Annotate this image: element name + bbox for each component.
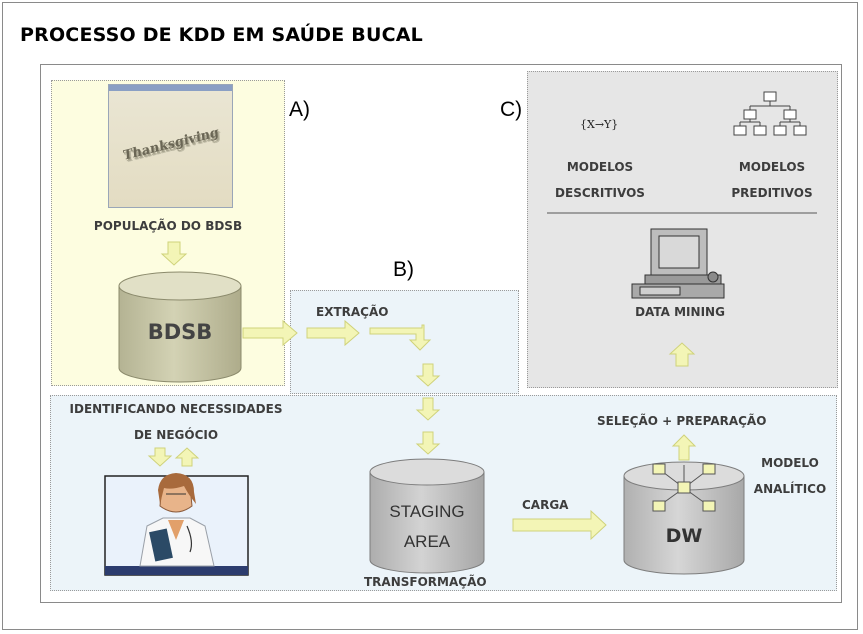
arrow-bend-down bbox=[369, 324, 432, 351]
staging-area-line1: STAGING bbox=[389, 502, 465, 521]
section-a-label: A) bbox=[289, 98, 310, 121]
computer-icon bbox=[631, 228, 725, 299]
predictive-models-line2: PREDITIVOS bbox=[731, 186, 813, 200]
arrow-up-from-dw bbox=[671, 434, 697, 461]
staging-area-line2: AREA bbox=[403, 532, 451, 551]
descriptive-models-line1: MODELOS bbox=[566, 160, 634, 174]
section-b-label: B) bbox=[393, 258, 414, 281]
panel-b-extraction bbox=[290, 290, 519, 394]
population-thumbnail: Thanksgiving bbox=[108, 84, 233, 208]
arrow-down-3 bbox=[415, 431, 441, 455]
selection-preparation-label: SELEÇÃO + PREPARAÇÃO bbox=[597, 414, 767, 428]
business-needs-line1: IDENTIFICANDO NECESSIDADES bbox=[69, 402, 283, 416]
association-formula: {X→Y} bbox=[580, 118, 619, 131]
bdsb-database bbox=[118, 271, 242, 383]
population-caption: POPULAÇÃO DO BDSB bbox=[93, 219, 243, 233]
arrow-extraction bbox=[306, 319, 360, 347]
transformation-label: TRANSFORMAÇÃO bbox=[364, 575, 487, 589]
arrow-down-to-bdsb bbox=[160, 241, 188, 266]
predictive-models-line1: MODELOS bbox=[738, 160, 806, 174]
decision-tree-icon bbox=[733, 91, 807, 136]
section-c-label: C) bbox=[500, 98, 523, 121]
doctor-illustration bbox=[104, 473, 249, 576]
diagram-title: PROCESSO DE KDD EM SAÚDE BUCAL bbox=[20, 24, 423, 46]
staging-area-database bbox=[369, 458, 485, 574]
star-schema-icon bbox=[652, 463, 716, 512]
extraction-label: EXTRAÇÃO bbox=[316, 305, 389, 319]
arrow-needs-down bbox=[147, 447, 173, 467]
outer-content-box bbox=[40, 64, 842, 603]
dw-label: DW bbox=[665, 525, 703, 547]
business-needs-line2: DE NEGÓCIO bbox=[133, 428, 219, 442]
bdsb-label: BDSB bbox=[147, 320, 213, 344]
analytical-model-line1: MODELO bbox=[761, 456, 819, 470]
descriptive-models-line2: DESCRITIVOS bbox=[555, 186, 645, 200]
arrow-bdsb-to-extraction bbox=[242, 319, 298, 347]
arrow-load bbox=[512, 509, 607, 541]
analytical-model-line2: ANALÍTICO bbox=[753, 482, 827, 496]
load-label: CARGA bbox=[522, 498, 569, 512]
data-mining-label: DATA MINING bbox=[635, 305, 725, 319]
arrow-needs-up bbox=[174, 447, 200, 467]
arrow-up-to-mining bbox=[668, 342, 696, 367]
arrow-down-1 bbox=[415, 363, 441, 387]
arrow-down-2 bbox=[415, 397, 441, 421]
